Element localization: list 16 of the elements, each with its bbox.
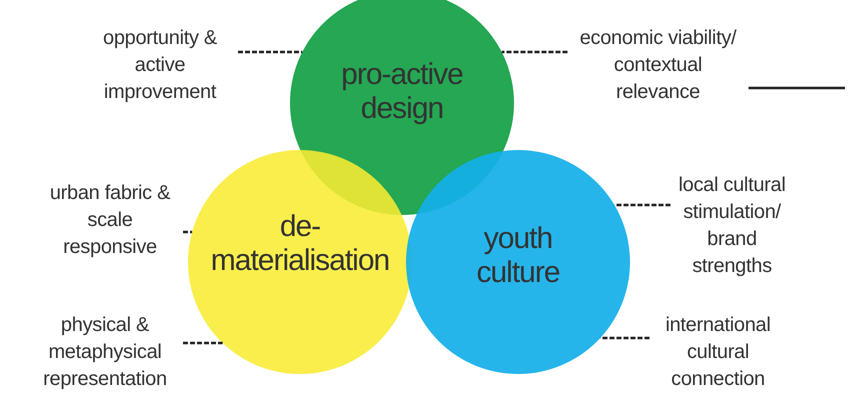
- callout-text: opportunity & active improvement: [85, 25, 235, 106]
- leader-line: [748, 86, 845, 90]
- callout-text: urban fabric & scale responsive: [40, 180, 180, 261]
- leader-line: [183, 342, 223, 344]
- callout-text: local cultural stimulation/ brand strengths: [674, 172, 790, 280]
- circle-label: pro-active design: [340, 58, 464, 126]
- callout-text: international cultural connection: [652, 312, 784, 393]
- leader-line: [238, 50, 302, 54]
- leader-line: [183, 230, 192, 234]
- leader-line: [614, 204, 670, 206]
- circle-label: de-materialisation: [210, 210, 390, 278]
- callout-text: physical & metaphysical representation: [30, 312, 180, 393]
- leader-line: [600, 336, 650, 340]
- circle-label: youth culture: [475, 222, 561, 290]
- callout-text: economic viability/ contextual relevance: [570, 25, 746, 106]
- leader-line: [502, 50, 568, 54]
